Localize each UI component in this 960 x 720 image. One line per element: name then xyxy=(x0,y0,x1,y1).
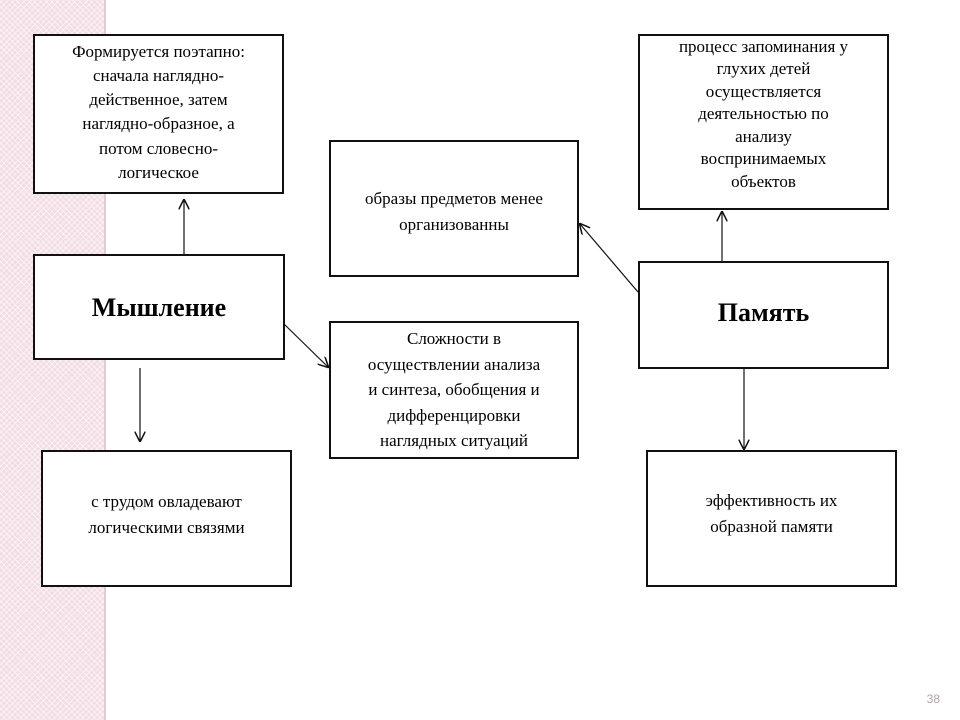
memory-label: Память xyxy=(717,297,810,327)
thinking-logic-text: с трудом овладевают логическими связями xyxy=(88,492,245,537)
thinking-formation-box: Формируется поэтапно: сначала наглядно- … xyxy=(33,34,284,194)
arrow-thinking-to-analysis xyxy=(283,323,328,367)
page-number: 38 xyxy=(926,692,940,706)
analysis-difficulty-text: Сложности в осуществлении анализа и синт… xyxy=(367,329,541,451)
thinking-label: Мышление xyxy=(91,292,227,322)
images-organization-box: образы предметов менее организованны xyxy=(329,140,579,277)
analysis-difficulty-box: Сложности в осуществлении анализа и синт… xyxy=(329,321,579,459)
memory-box: Память xyxy=(638,261,889,369)
thinking-box: Мышление xyxy=(33,254,285,360)
memory-efficiency-text: эффективность их образной памяти xyxy=(705,491,838,536)
memory-process-text: процесс запоминания у глухих детей осуще… xyxy=(678,37,849,191)
thinking-formation-text: Формируется поэтапно: сначала наглядно- … xyxy=(72,42,245,182)
thinking-logic-box: с трудом овладевают логическими связями xyxy=(41,450,292,587)
memory-efficiency-box: эффективность их образной памяти xyxy=(646,450,897,587)
images-organization-text: образы предметов менее организованны xyxy=(365,189,543,234)
arrow-memory-to-images xyxy=(580,224,639,293)
memory-process-box: процесс запоминания у глухих детей осуще… xyxy=(638,34,889,210)
side-strip-edge xyxy=(104,0,106,720)
